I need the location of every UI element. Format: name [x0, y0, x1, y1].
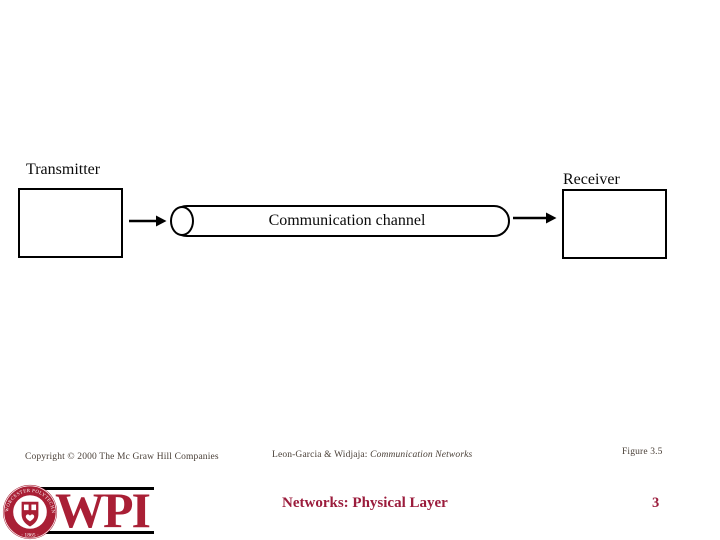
right-arrow-icon: [513, 212, 557, 224]
figure-caption: Figure 3.5: [622, 447, 663, 457]
wpi-seal-logo: WORCESTER POLYTECHNIC INSTITUTE · 1865 ·: [2, 484, 58, 540]
attribution-authors: Leon-Garcia & Widjaja:: [272, 450, 371, 460]
footer-title: Networks: Physical Layer: [282, 495, 448, 511]
page-number: 3: [652, 495, 660, 511]
seal-heart: [25, 514, 35, 522]
wpi-wordmark: WPI: [55, 482, 151, 538]
channel-label: Communication channel: [268, 212, 426, 229]
wpi-logo-block: WPI WORCESTER POLYTECHNIC INSTITUTE · 18…: [2, 483, 162, 540]
copyright-text: Copyright © 2000 The Mc Graw Hill Compan…: [25, 452, 219, 462]
logo-rule-bottom: [33, 531, 154, 534]
attribution-book-title: Communication Networks: [370, 450, 473, 460]
channel-end-cap-icon: [170, 206, 194, 236]
receiver-label: Receiver: [563, 171, 620, 188]
seal-year-text: · 1865 ·: [21, 532, 39, 538]
transmitter-label: Transmitter: [26, 161, 101, 178]
transmitter-box: [18, 188, 123, 258]
receiver-box: [562, 189, 667, 259]
attribution-text: Leon-Garcia & Widjaja: Communication Net…: [272, 450, 472, 460]
logo-rule-top: [33, 487, 154, 490]
right-arrow-icon: [129, 215, 167, 227]
